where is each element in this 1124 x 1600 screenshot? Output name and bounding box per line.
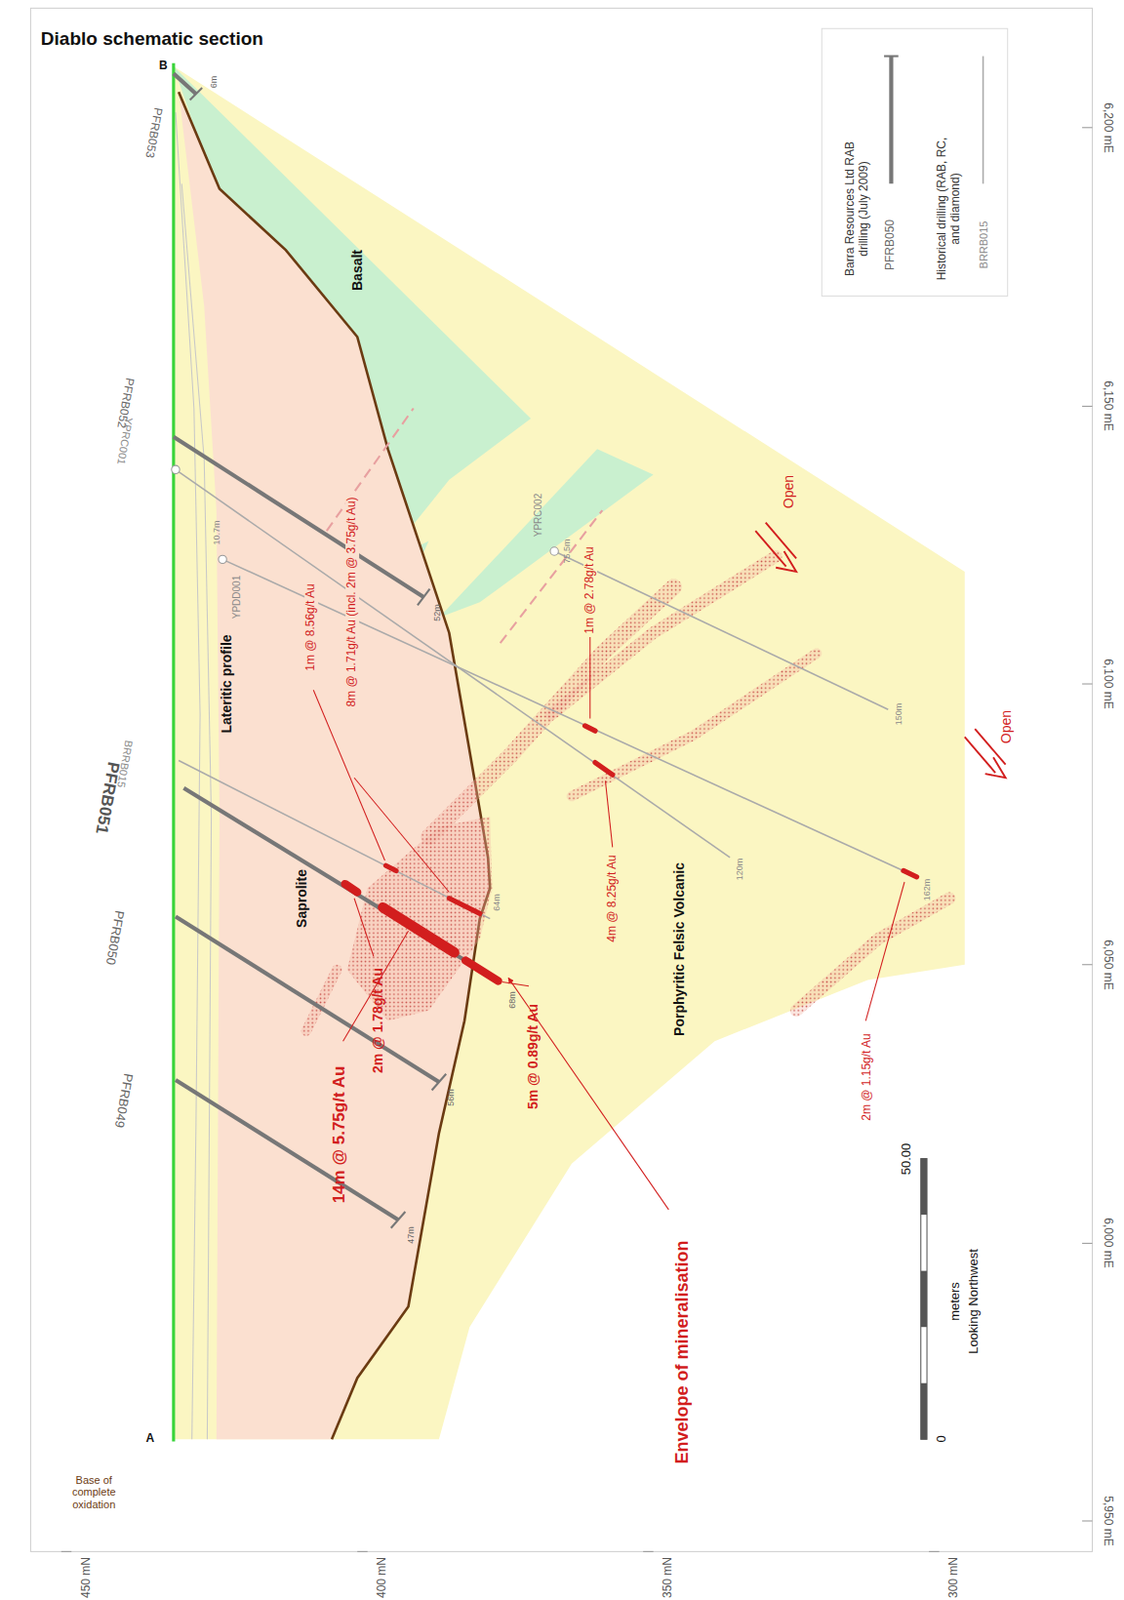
section-label: Open (998, 710, 1014, 744)
section-label: 2m @ 1.78g/t Au (369, 967, 386, 1074)
section-label: PFRB050 (884, 219, 899, 271)
section-label: YPRC002 (533, 493, 546, 537)
section-label: 400 mN (375, 1557, 390, 1599)
section-label: 56m (445, 1088, 456, 1107)
section-title: Diablo schematic section (40, 28, 264, 50)
section-label: 6,150 mE (1100, 381, 1115, 432)
legend-text: Barra Resources Ltd RAB drilling (July 2… (843, 128, 872, 290)
section-label: 14m @ 5.75g/t Au (330, 1066, 351, 1205)
section-label: meters (948, 1282, 964, 1322)
leader-lines (313, 637, 905, 1210)
section-label: Basalt (349, 249, 365, 291)
section-label: 6m (208, 75, 219, 88)
legend-box (821, 28, 1007, 296)
section-label: PFRB050 (102, 908, 126, 965)
section-label: Envelope of mineralisation (672, 1241, 693, 1465)
section-label: Porphyritic Felsic Volcanic (671, 862, 687, 1037)
section-label: B (159, 59, 168, 74)
section-label: 1m @ 2.78g/t Au (583, 544, 598, 637)
felsic-volcanic-unit (173, 66, 965, 1440)
section-label: YPDD001 (231, 575, 243, 619)
section-label: 1m @ 8.56g/t Au (304, 582, 319, 675)
section-label: 52m (432, 603, 442, 622)
section-label: PFRB049 (110, 1072, 134, 1129)
section-label: 162m (922, 879, 932, 902)
section-label: 350 mN (661, 1557, 676, 1599)
section-label: 75.5m (562, 538, 572, 563)
section-label: 4m @ 8.25g/t Au (605, 852, 620, 945)
section-label: 64m (490, 893, 501, 912)
section-label: 5,950 mE (1100, 1495, 1115, 1546)
section-label: 5m @ 0.89g/t Au (524, 1003, 541, 1110)
section-label: PFRB051 (91, 761, 123, 837)
fault-lines (326, 408, 603, 644)
base-of-oxidation-line (178, 91, 490, 1440)
section-label: Lateritic profile (218, 634, 235, 733)
section-label: 0 (933, 1436, 949, 1444)
section-label: Saprolite (293, 869, 310, 928)
saprolite-unit (178, 91, 490, 1440)
mineral-envelope (347, 816, 493, 1021)
section-label: 6,200 mE (1100, 102, 1115, 153)
intercepts (345, 725, 918, 982)
lateritic-layers (175, 112, 212, 1440)
hole-end-ticks (190, 87, 447, 1229)
legend-text: Historical drilling (RAB, RC, and diamon… (935, 128, 964, 290)
section-label: 450 mN (80, 1557, 94, 1599)
open-arrows (755, 522, 1005, 779)
rab-holes (173, 73, 501, 1220)
section-label: Looking Northwest (966, 1248, 982, 1355)
section-label: Open (780, 475, 797, 509)
ground-surface (171, 63, 175, 1443)
section-label: 50.00 (899, 1142, 915, 1175)
section-label: 47m (404, 1226, 415, 1245)
scale-bar (921, 1159, 927, 1441)
collar-markers (171, 465, 560, 563)
section-label: A (145, 1432, 155, 1446)
section-label: 8m @ 1.71g/t Au (incl. 2m @ 3.75g/t Au) (345, 495, 360, 710)
basalt-band (439, 448, 654, 618)
section-label: 6,100 mE (1100, 658, 1115, 709)
section-label: 150m (893, 703, 904, 726)
frame (30, 7, 1092, 1552)
section-label: 10.7m (211, 521, 222, 546)
section-label: PFRB053 (142, 106, 165, 160)
section-label: 6,050 mE (1100, 939, 1115, 990)
section-label: 6,000 mE (1100, 1218, 1115, 1269)
section-label: 120m (733, 858, 744, 882)
section-label: 68m (507, 992, 518, 1010)
legend-samples (883, 56, 983, 185)
section-label: 300 mN (947, 1557, 962, 1599)
section-label: 2m @ 1.15g/t Au (860, 1033, 875, 1122)
mineral-bands (306, 556, 950, 1032)
section-label: BRRB015 (976, 221, 990, 270)
section-label: Base of complete oxidation (59, 1474, 128, 1512)
